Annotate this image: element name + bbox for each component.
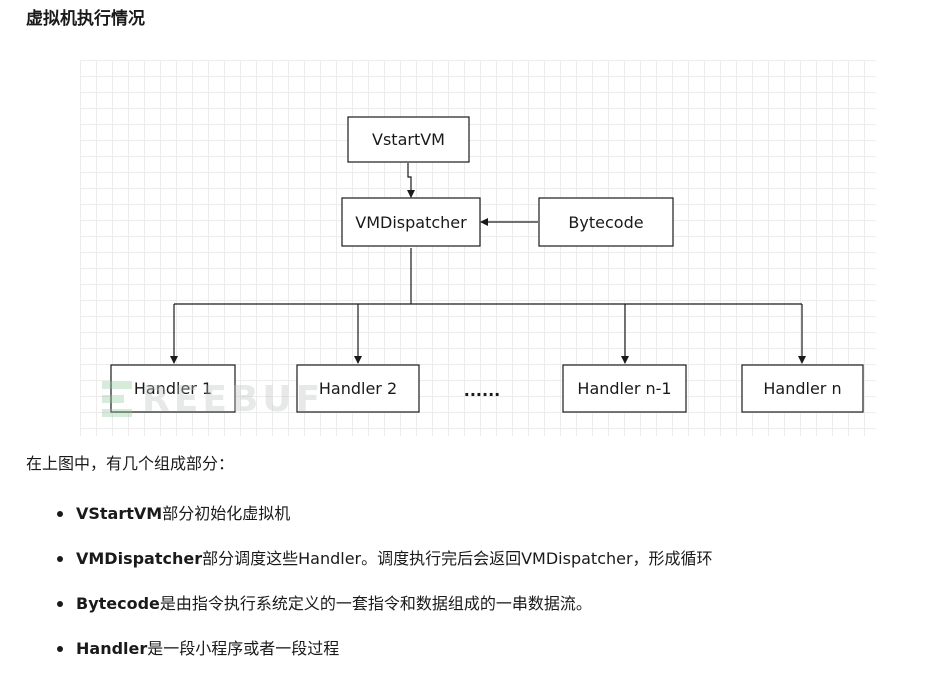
component-desc: 是由指令执行系统定义的一套指令和数据组成的一串数据流。 <box>159 594 592 613</box>
component-desc: 部分初始化虚拟机 <box>162 504 291 523</box>
component-desc: 部分调度这些Handler。调度执行完后会返回VMDispatcher，形成循环 <box>202 549 713 568</box>
components-list: VStartVM部分初始化虚拟机 VMDispatcher部分调度这些Handl… <box>50 500 930 680</box>
section-title: 虚拟机执行情况 <box>26 9 145 29</box>
node-handler-1: Handler 1 <box>110 364 236 413</box>
component-term: Handler <box>76 639 148 658</box>
component-term: Bytecode <box>76 594 160 613</box>
component-term: VMDispatcher <box>76 549 203 568</box>
bullet-icon <box>57 556 63 562</box>
node-handler-n-label: Handler n <box>763 379 841 398</box>
list-item: Handler是一段小程序或者一段过程 <box>50 635 930 663</box>
freebuf-watermark: REEBUF <box>102 373 324 425</box>
node-handler-1-label: Handler 1 <box>134 379 212 398</box>
node-vstartvm-label: VstartVM <box>372 130 445 149</box>
component-desc: 是一段小程序或者一段过程 <box>147 639 340 658</box>
bullet-icon <box>57 646 63 652</box>
node-handler-2: Handler 2 <box>296 364 420 413</box>
edge-vstartvm-dispatcher <box>407 163 415 198</box>
node-handler-n-minus-1: Handler n-1 <box>562 364 687 413</box>
vm-execution-diagram: VstartVM VMDispatcher Bytecode Handler 1… <box>80 60 876 436</box>
bullet-icon <box>57 601 63 607</box>
list-item: Bytecode是由指令执行系统定义的一套指令和数据组成的一串数据流。 <box>50 590 930 618</box>
node-bytecode-label: Bytecode <box>568 213 643 232</box>
node-handler-2-label: Handler 2 <box>319 379 397 398</box>
intro-text: 在上图中，有几个组成部分： <box>26 454 235 473</box>
list-item: VMDispatcher部分调度这些Handler。调度执行完后会返回VMDis… <box>50 545 930 573</box>
node-ellipsis: ...... <box>464 381 500 400</box>
component-term: VStartVM <box>76 504 163 523</box>
node-dispatcher: VMDispatcher <box>341 197 481 247</box>
list-item: VStartVM部分初始化虚拟机 <box>50 500 930 528</box>
node-handler-n-minus-1-label: Handler n-1 <box>577 379 671 398</box>
node-vstartvm: VstartVM <box>347 116 470 163</box>
node-handler-n: Handler n <box>741 364 864 413</box>
watermark-text: REEBUF <box>142 378 325 420</box>
watermark-logo-icon <box>102 379 136 419</box>
node-dispatcher-label: VMDispatcher <box>355 213 467 232</box>
diagram-canvas: VstartVM VMDispatcher Bytecode Handler 1… <box>110 116 864 413</box>
bullet-icon <box>57 511 63 517</box>
node-bytecode: Bytecode <box>538 197 674 247</box>
